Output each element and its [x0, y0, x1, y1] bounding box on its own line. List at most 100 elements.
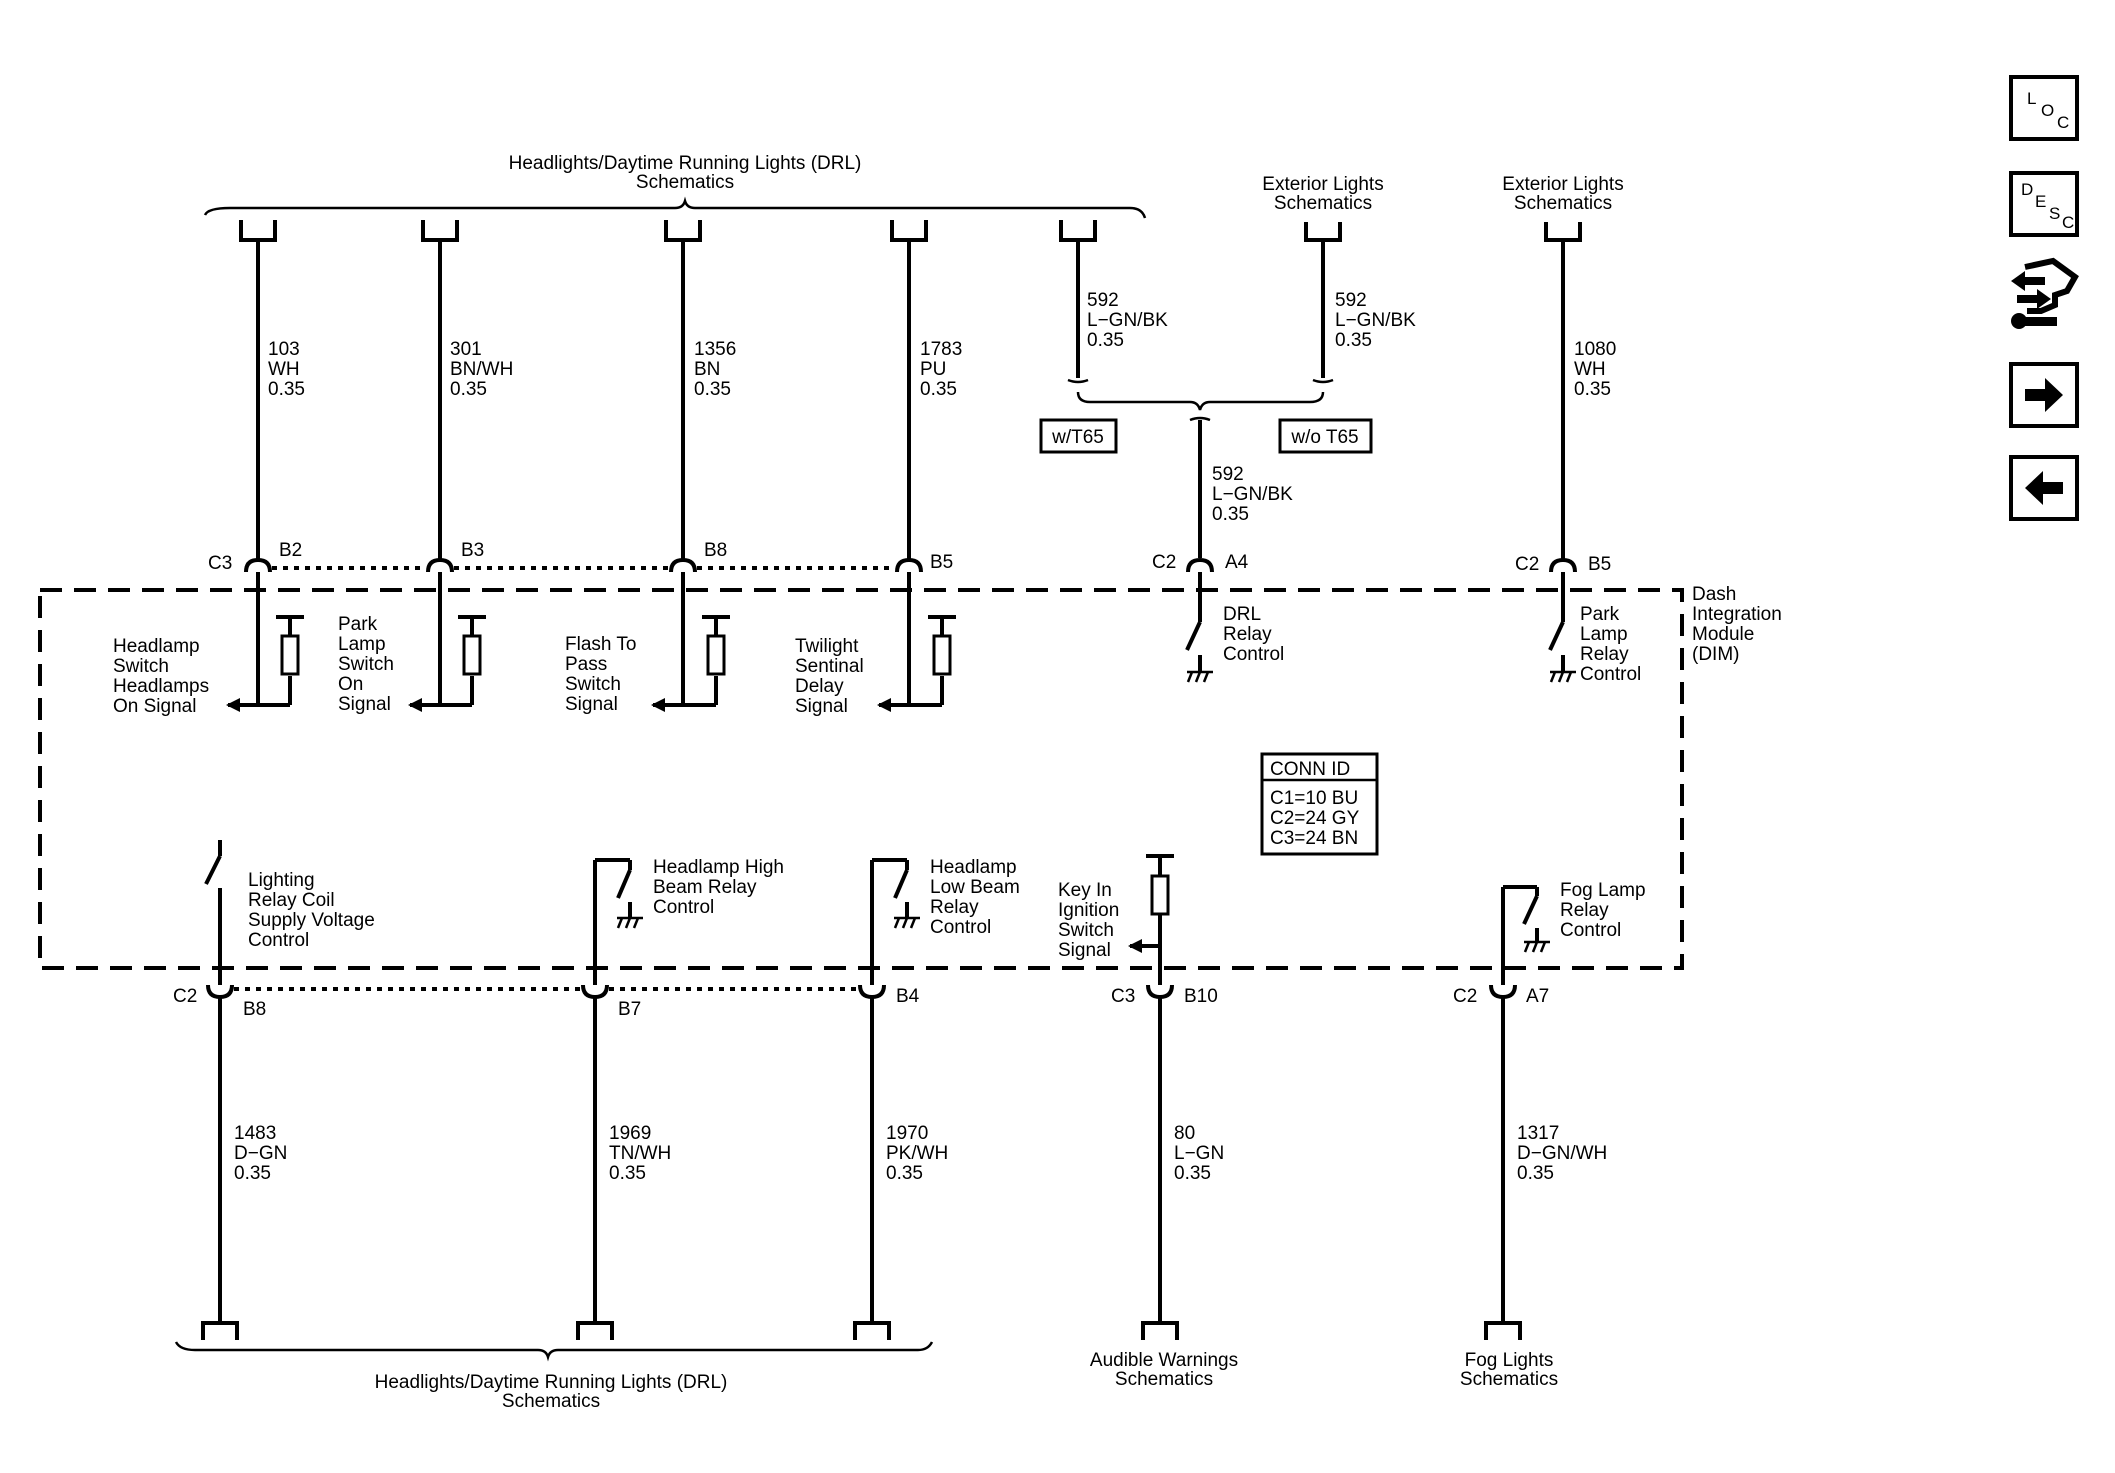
audible-warnings-subtitle: Schematics — [1115, 1369, 1213, 1390]
schematic-label: B2 — [279, 540, 302, 561]
schematic-label: Signal — [338, 694, 391, 715]
schematic-label: WH — [268, 359, 300, 380]
bottom-group-title[interactable]: Headlights/Daytime Running Lights (DRL) — [375, 1372, 728, 1393]
schematic-label: Relay — [1560, 900, 1609, 921]
top-connector-pins — [244, 557, 1577, 590]
connector-end-view-button[interactable] — [2005, 255, 2085, 335]
schematic-label: Control — [1223, 644, 1284, 665]
ext-lights-2-subtitle: Schematics — [1514, 193, 1612, 214]
top-schematics-bracket: Headlights/Daytime Running Lights (DRL) … — [203, 153, 1147, 219]
schematic-label: Relay Coil — [248, 890, 335, 911]
schematic-label: Headlamps — [113, 676, 209, 697]
schematic-label: DRL — [1223, 604, 1261, 625]
schematic-label: 0.35 — [920, 379, 957, 400]
bottom-wires — [218, 997, 1505, 1323]
schematic-label: Twilight — [795, 636, 859, 657]
loc-letter-c: C — [2057, 113, 2070, 132]
desc-button[interactable]: D E S C — [2009, 171, 2079, 237]
schematic-label: BN — [694, 359, 720, 380]
top-connector-markers — [239, 220, 1582, 242]
schematic-label: Module — [1692, 624, 1754, 645]
desc-letter-e: E — [2035, 192, 2047, 211]
schematic-label: Low Beam — [930, 877, 1020, 898]
low-beam-relay-control: Headlamp Low Beam Relay Control — [870, 857, 1020, 968]
schematic-label: B7 — [618, 999, 641, 1020]
input-signal-labels: Headlamp Switch Headlamps On Signal Park… — [113, 614, 864, 717]
dim-module-label[interactable]: Dash Integration Module (DIM) — [1692, 584, 1782, 665]
schematic-label: D−GN — [234, 1143, 287, 1164]
schematic-label: Integration — [1692, 604, 1782, 625]
schematic-label: Control — [1560, 920, 1621, 941]
schematic-label: 0.35 — [1174, 1163, 1211, 1184]
schematic-label: Signal — [1058, 940, 1111, 961]
connector-end-view-icon — [2011, 257, 2079, 329]
schematic-label: On Signal — [113, 696, 196, 717]
top-group-title[interactable]: Headlights/Daytime Running Lights (DRL) — [509, 153, 862, 174]
desc-letter-s: S — [2049, 204, 2061, 223]
schematic-label: 301 — [450, 339, 482, 360]
ext-lights-1-title[interactable]: Exterior Lights — [1262, 174, 1383, 195]
schematic-label: C1=10 BU — [1270, 788, 1358, 809]
schematic-label: Park — [338, 614, 378, 635]
schematic-label: 0.35 — [1212, 504, 1249, 525]
schematic-label: Delay — [795, 676, 844, 697]
schematic-label: B8 — [243, 999, 266, 1020]
conn-id-table: CONN ID C1=10 BU C2=24 GY C3=24 BN — [1260, 752, 1379, 856]
schematic-label: 0.35 — [609, 1163, 646, 1184]
schematic-label: Headlamp High — [653, 857, 784, 878]
ext-lights-2-title[interactable]: Exterior Lights — [1502, 174, 1623, 195]
schematic-label: Supply Voltage — [248, 910, 375, 931]
schematic-label: 0.35 — [694, 379, 731, 400]
schematic-label: D−GN/WH — [1517, 1143, 1607, 1164]
fog-lights-title[interactable]: Fog Lights — [1465, 1350, 1554, 1371]
loc-button[interactable]: L O C — [2009, 75, 2079, 141]
schematic-label: 80 — [1174, 1123, 1195, 1144]
schematic-label: 1969 — [609, 1123, 651, 1144]
previous-arrow-icon — [2025, 471, 2063, 505]
schematic-label: 0.35 — [1517, 1163, 1554, 1184]
schematic-label: 0.35 — [886, 1163, 923, 1184]
schematic-label: 592 — [1087, 290, 1119, 311]
schematic-label: 0.35 — [268, 379, 305, 400]
previous-button[interactable] — [2009, 455, 2079, 521]
schematic-label: WH — [1574, 359, 1606, 380]
schematic-label: Switch — [113, 656, 169, 677]
desc-letter-d: D — [2021, 180, 2034, 199]
schematic-label: 1080 — [1574, 339, 1616, 360]
schematic-label: B10 — [1184, 986, 1218, 1007]
schematic-label: BN/WH — [450, 359, 513, 380]
option-with-box — [1039, 418, 1118, 454]
input-signal-circuits — [226, 590, 956, 712]
schematic-label: Control — [930, 917, 991, 938]
fog-lights-subtitle: Schematics — [1460, 1369, 1558, 1390]
audible-warnings-title[interactable]: Audible Warnings — [1090, 1350, 1238, 1371]
schematic-label: 1356 — [694, 339, 736, 360]
schematic-label: C2 — [1152, 552, 1176, 573]
schematic-label: Control — [248, 930, 309, 951]
schematic-label: Pass — [565, 654, 607, 675]
next-button[interactable] — [2009, 362, 2079, 428]
schematic-label: Signal — [795, 696, 848, 717]
schematic-label: Lighting — [248, 870, 315, 891]
option-splice: w/T65 w/o T65 — [1039, 378, 1373, 454]
drl-relay-control: DRL Relay Control — [1185, 590, 1284, 683]
park-lamp-relay-control: Park Lamp Relay Control — [1548, 590, 1641, 685]
schematic-label: C3 — [1111, 986, 1135, 1007]
option-without-label: w/o T65 — [1290, 427, 1358, 448]
top-group-subtitle: Schematics — [636, 172, 734, 193]
schematic-label: B5 — [930, 552, 953, 573]
schematic-label: Ignition — [1058, 900, 1119, 921]
schematic-label: 0.35 — [234, 1163, 271, 1184]
schematic-label: Key In — [1058, 880, 1112, 901]
schematic-label: On — [338, 674, 363, 695]
option-without-box — [1278, 418, 1373, 454]
schematic-label: TN/WH — [609, 1143, 671, 1164]
schematic-label: 1970 — [886, 1123, 928, 1144]
schematic-label: Sentinal — [795, 656, 864, 677]
top-wires — [256, 240, 1565, 560]
next-arrow-icon — [2025, 378, 2063, 412]
schematic-label: C2=24 GY — [1270, 808, 1360, 829]
schematic-label: Beam Relay — [653, 877, 757, 898]
schematic-label: C3 — [208, 553, 232, 574]
